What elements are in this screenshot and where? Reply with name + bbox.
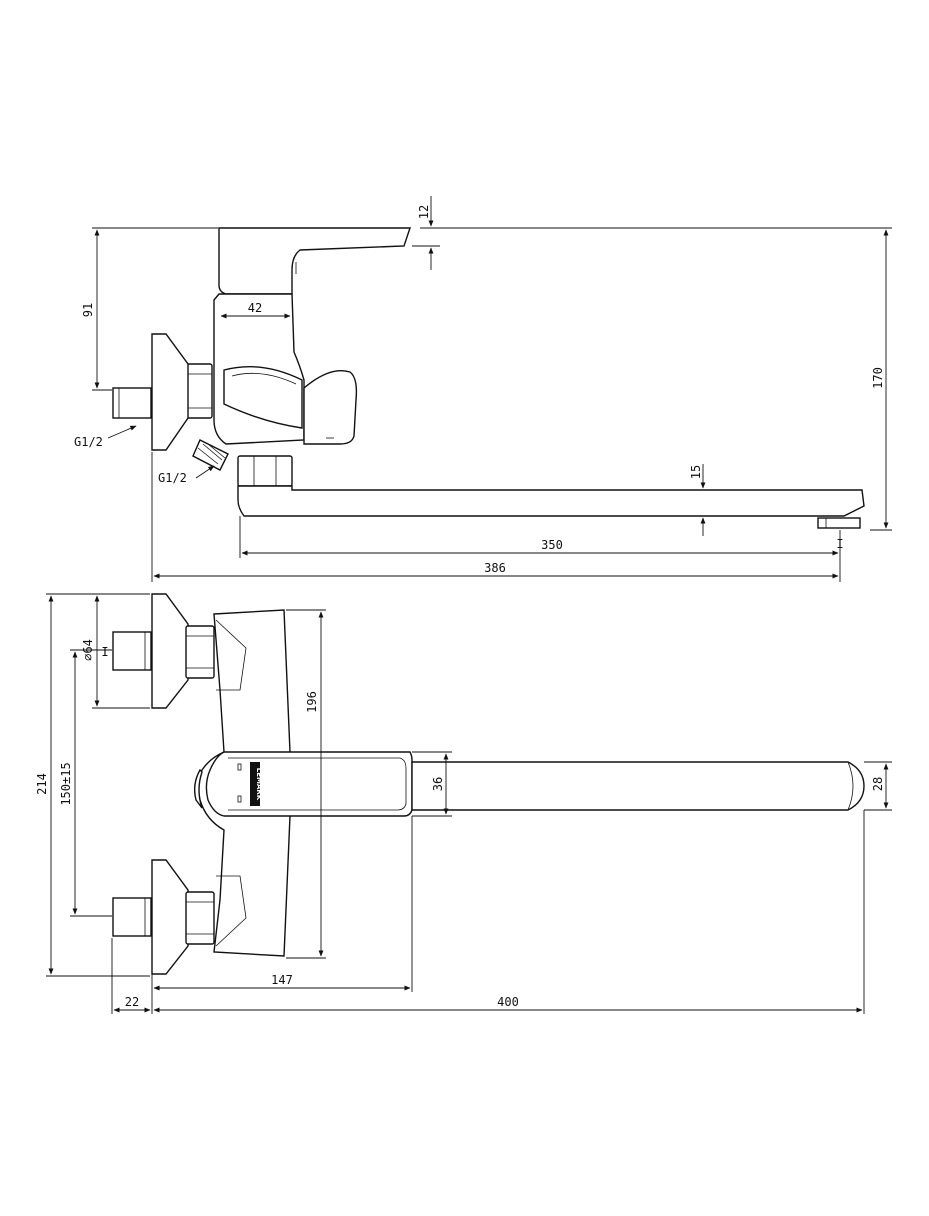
- tick-label-1: I: [836, 537, 843, 551]
- diverter-knob-top: [193, 768, 203, 809]
- dim-body-depth: 36: [431, 777, 445, 791]
- brand-logo: [250, 762, 260, 806]
- top-view: LEMARK 214 ⌀64 I 150±15 196 36 28: [35, 593, 892, 1014]
- brand-logo-text: LEMARK: [255, 768, 263, 801]
- dim-total-width: 214: [35, 773, 49, 795]
- union-hex-left: [185, 363, 213, 419]
- dim-body-width: 42: [248, 301, 262, 315]
- label-inlet-thread-b: G1/2: [158, 471, 187, 485]
- dim-handle-drop: 91: [81, 303, 95, 317]
- dim-body-length: 196: [305, 691, 319, 713]
- dim-inlet-spacing: 150±15: [59, 762, 73, 805]
- wall-flange-top-upper: [151, 593, 189, 709]
- dim-spout-width: 28: [871, 777, 885, 791]
- diverter-knob: [303, 370, 358, 445]
- spout-side: [237, 485, 865, 517]
- dim-spout-length: 350: [541, 538, 563, 552]
- dim-spout-reach: 400: [497, 995, 519, 1009]
- aerator: [817, 517, 861, 529]
- handle-top: [205, 751, 413, 817]
- spout-nut: [237, 455, 293, 487]
- wall-flange-top-lower: [151, 859, 189, 975]
- dim-total-length: 386: [484, 561, 506, 575]
- wall-flange-side: [151, 333, 189, 451]
- dim-overall-height: 170: [871, 367, 885, 389]
- dim-inlet-offset: 22: [125, 995, 139, 1009]
- spout-top: [411, 761, 865, 811]
- dim-spout-height: 15: [689, 465, 703, 479]
- shower-outlet: [192, 439, 229, 471]
- dim-handle-thickness: 12: [417, 205, 431, 219]
- label-inlet-thread-a: G1/2: [74, 435, 103, 449]
- handle-lever: [218, 227, 411, 295]
- side-view: 12 91 42 170 15 350 I 386 G1/2 G1/2: [74, 196, 892, 582]
- dim-body-to-spout: 147: [271, 973, 293, 987]
- tick-label-2: I: [101, 645, 108, 659]
